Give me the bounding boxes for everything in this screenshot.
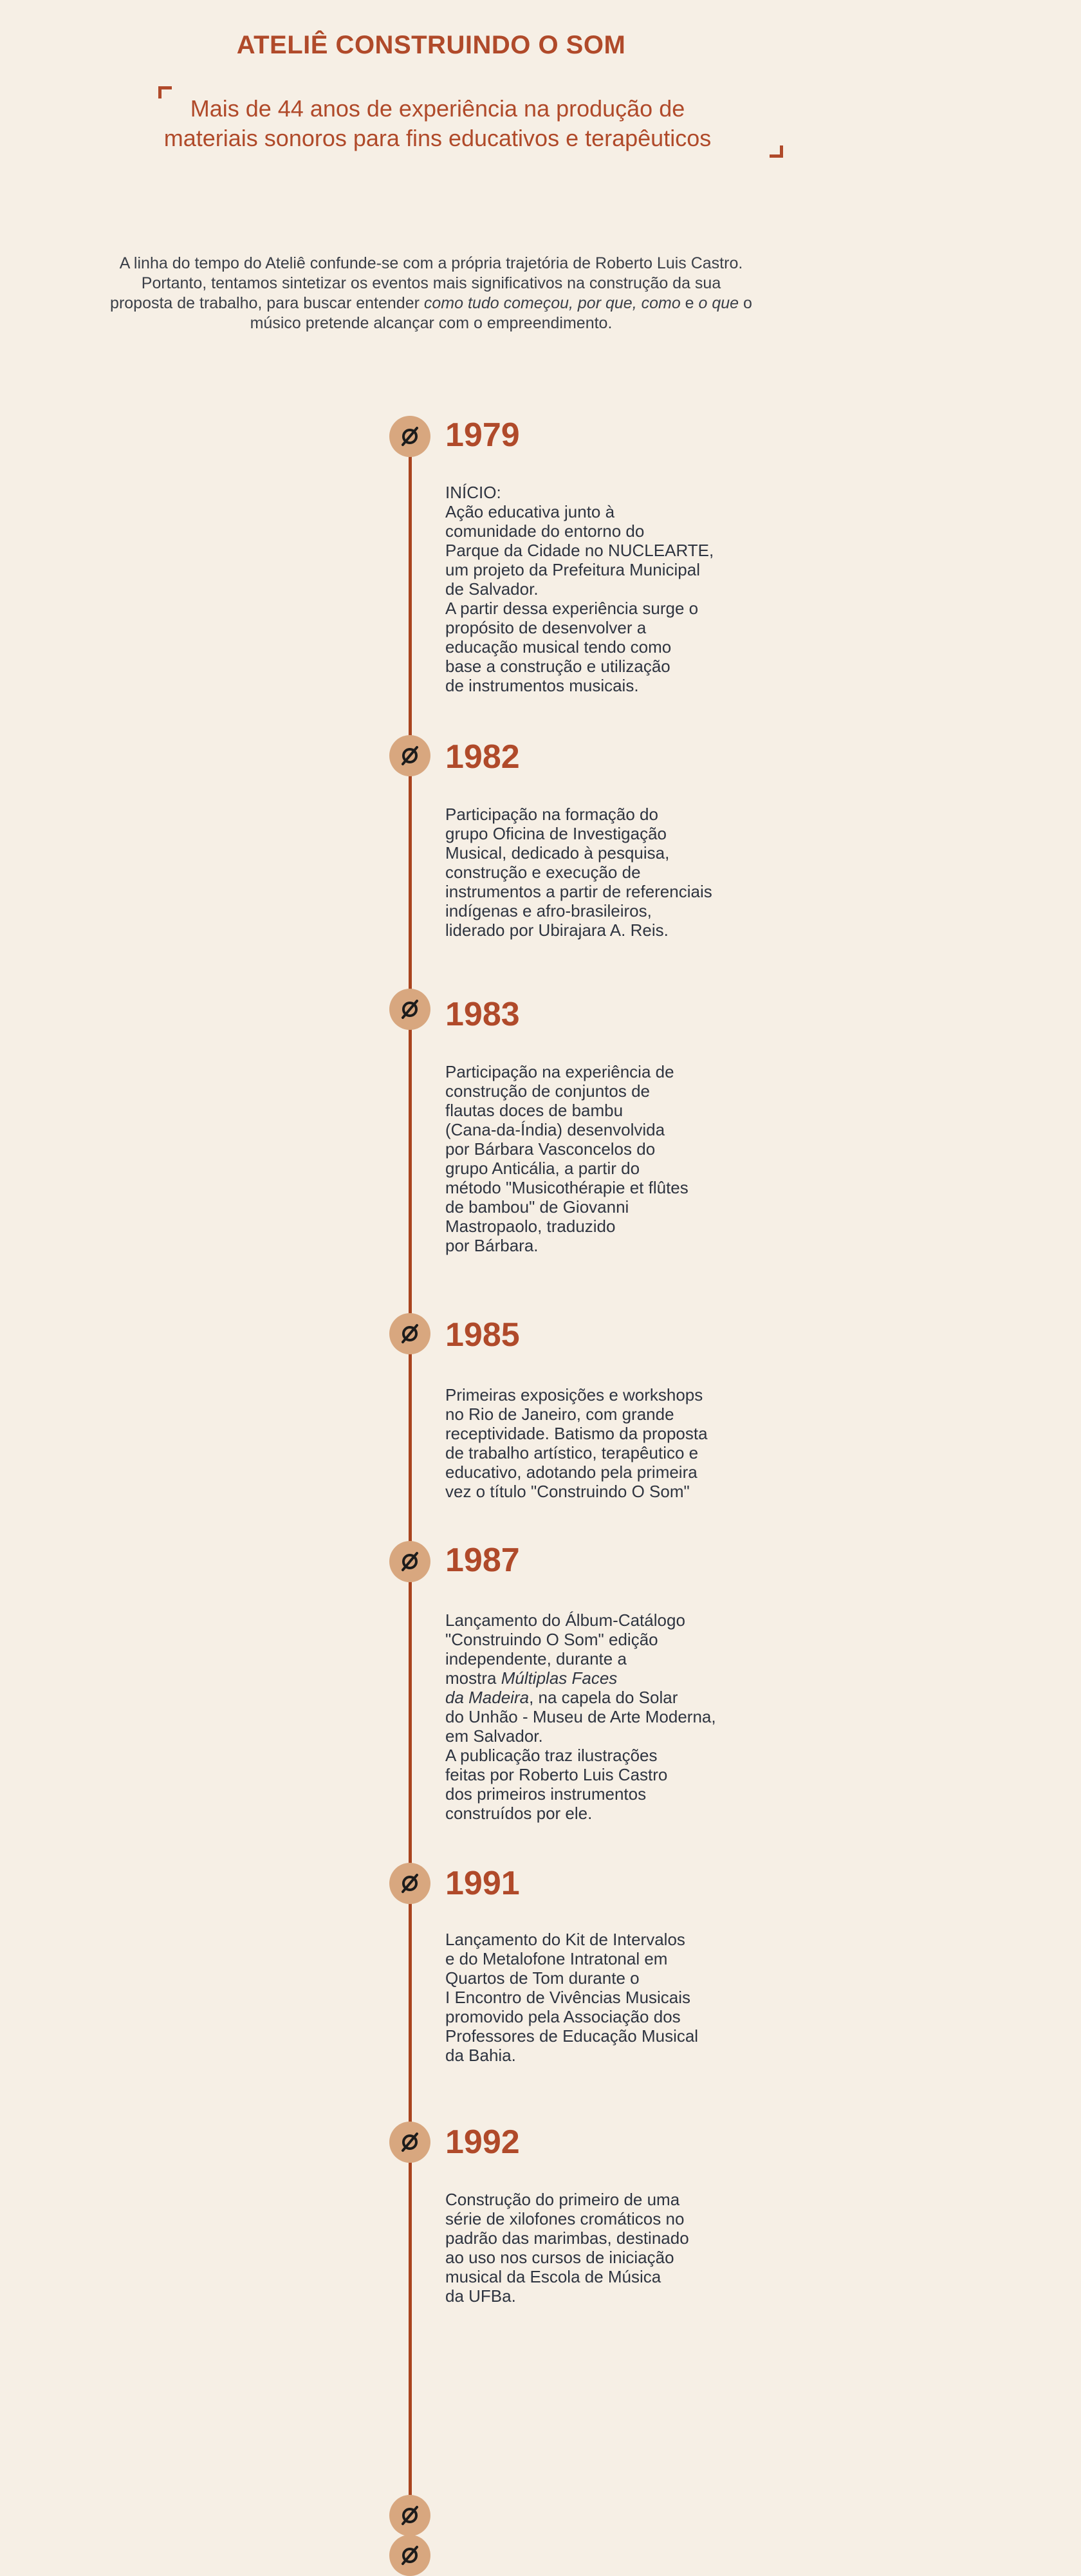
timeline-entry-text: Participação na formação do grupo Oficin… xyxy=(445,805,712,940)
slashed-circle-icon xyxy=(389,2495,430,2536)
site-title: ATELIÊ CONSTRUINDO O SOM xyxy=(236,31,626,59)
timeline-entry-text: Participação na experiência de construçã… xyxy=(445,1062,688,1255)
slashed-circle-icon xyxy=(389,416,430,457)
intro-text-3: o músico pretende alcançar com o empreen… xyxy=(250,294,752,332)
entry-text-part: Lançamento do Álbum-Catálogo "Construind… xyxy=(445,1610,685,1688)
timeline-line xyxy=(409,438,412,2562)
slashed-circle-icon xyxy=(389,989,430,1030)
timeline-year: 1987 xyxy=(445,1542,520,1579)
intro-emphasis-1: como tudo começou, por que, como xyxy=(423,294,681,312)
slashed-circle-icon xyxy=(389,1863,430,1904)
intro-paragraph: A linha do tempo do Ateliê confunde-se c… xyxy=(109,254,753,333)
timeline-year: 1991 xyxy=(445,1865,520,1902)
slashed-circle-icon xyxy=(389,2535,430,2576)
entry-text-part: , na capela do Solar do Unhão - Museu de… xyxy=(445,1688,716,1823)
slashed-circle-icon xyxy=(389,2122,430,2163)
slashed-circle-icon xyxy=(389,1541,430,1582)
slashed-circle-icon xyxy=(389,1313,430,1354)
tagline: Mais de 44 anos de experiência na produç… xyxy=(116,94,759,153)
timeline-entry-text: INÍCIO: Ação educativa junto à comunidad… xyxy=(445,483,714,695)
timeline-year: 1982 xyxy=(445,738,520,776)
timeline-year: 1983 xyxy=(445,996,520,1033)
intro-text-1: A linha do tempo do Ateliê confunde-se c… xyxy=(110,254,743,312)
tagline-line-2: materiais sonoros para fins educativos e… xyxy=(163,125,712,151)
tagline-line-1: Mais de 44 anos de experiência na produç… xyxy=(190,95,685,122)
timeline-year: 1979 xyxy=(445,416,520,454)
timeline-entry-text: Primeiras exposições e workshops no Rio … xyxy=(445,1385,708,1501)
timeline-year: 1985 xyxy=(445,1316,520,1354)
timeline-year: 1992 xyxy=(445,2123,520,2161)
quote-bracket-open-icon xyxy=(158,86,172,98)
timeline-entry-text: Construção do primeiro de uma série de x… xyxy=(445,2190,689,2306)
entry-text-emphasis: Múltiplas Faces da Madeira xyxy=(445,1668,618,1707)
intro-emphasis-2: o que xyxy=(698,294,739,312)
intro-text-2: e xyxy=(680,294,699,312)
timeline-entry-text: Lançamento do Kit de Intervalos e do Met… xyxy=(445,1930,699,2065)
timeline-entry-text: Lançamento do Álbum-Catálogo "Construind… xyxy=(445,1610,780,1823)
slashed-circle-icon xyxy=(389,735,430,776)
quote-bracket-close-icon xyxy=(770,145,783,158)
